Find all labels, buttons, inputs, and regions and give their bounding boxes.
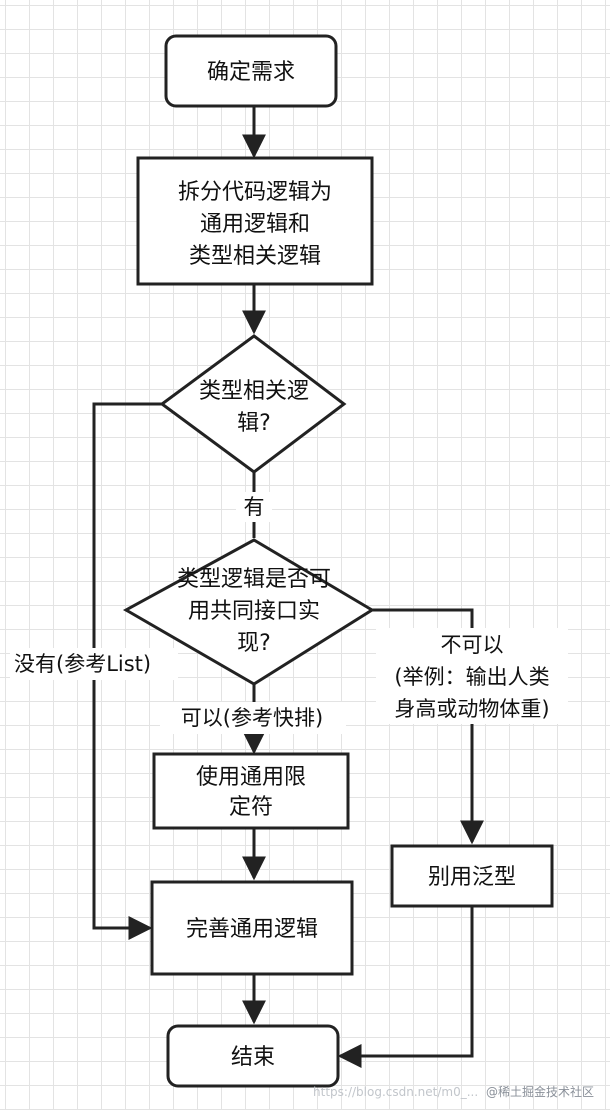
split-label-line-3: 类型相关逻辑: [189, 244, 321, 269]
split-label-line-1: 拆分代码逻辑为: [178, 180, 332, 205]
use-constraint-line-1: 使用通用限: [196, 765, 306, 790]
complete-label: 完善通用逻辑: [186, 917, 318, 942]
decision-interface-line-1: 类型逻辑是否可: [177, 567, 331, 592]
edge-label-cannot-line-3: 身高或动物体重): [394, 697, 549, 721]
edge-label-cannot-line-1: 不可以: [441, 633, 504, 657]
use-constraint-line-2: 定符: [229, 795, 273, 820]
start-label: 确定需求: [207, 60, 295, 85]
edge-label-can: 可以(参考快排): [181, 706, 323, 730]
watermark: https://blog.csdn.net/m0_... @稀土掘金技术社区: [313, 1083, 594, 1100]
node-start-box: [164, 34, 338, 108]
edge-label-no: 没有(参考List): [14, 652, 151, 676]
node-split-box: [136, 156, 374, 286]
node-complete-box: [150, 880, 354, 976]
decision-interface-line-3: 现?: [237, 631, 271, 656]
decision-type-line-2: 辑?: [237, 411, 271, 436]
no-generics-label: 别用泛型: [428, 865, 516, 890]
watermark-brand: @稀土掘金技术社区: [485, 1085, 594, 1099]
split-label-line-2: 通用逻辑和: [200, 212, 310, 237]
edge-label-yes: 有: [244, 495, 265, 519]
node-decision-type-shape: [159, 334, 347, 474]
node-use-constraint-box: [152, 752, 350, 830]
watermark-url: https://blog.csdn.net/m0_...: [313, 1085, 479, 1099]
edge-label-cannot-line-2: (举例：输出人类: [394, 665, 549, 689]
node-decision-interface-shape: [122, 538, 375, 686]
decision-interface-line-2: 用共同接口实: [188, 599, 320, 624]
edge-no-generics-to-end: [337, 906, 474, 1068]
node-no-generics-box: [390, 844, 554, 908]
edge-cannot-to-no-generics: [372, 608, 484, 845]
end-label: 结束: [231, 1045, 275, 1070]
node-end-box: [166, 1024, 340, 1088]
decision-type-line-1: 类型相关逻: [199, 379, 309, 404]
